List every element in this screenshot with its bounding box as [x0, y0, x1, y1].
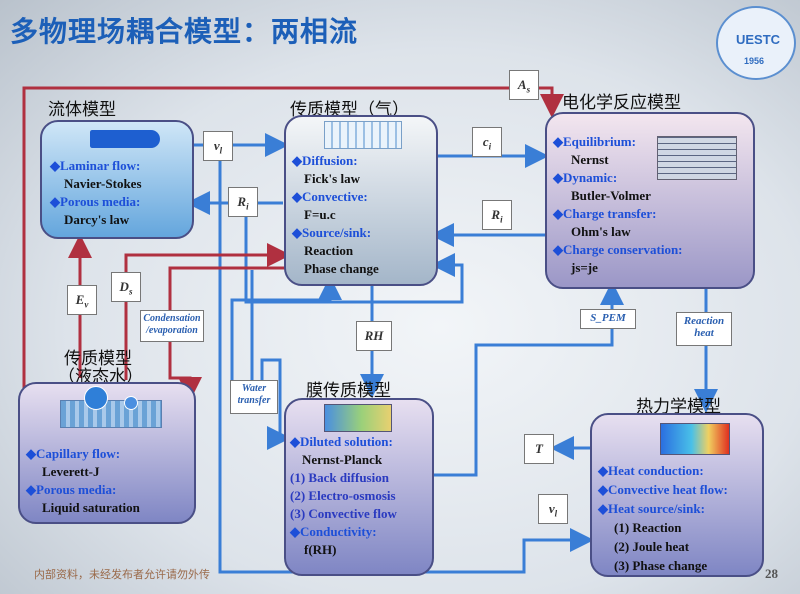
gas-line: ◆Diffusion:	[292, 153, 358, 168]
var-symbol: c	[482, 134, 489, 149]
echem-line: Ohm's law	[571, 224, 631, 239]
var-velocity-top: vl	[203, 131, 233, 161]
liquid-line: ◆Porous media:	[26, 482, 117, 497]
thermal-line: ◆Convective heat flow:	[598, 482, 728, 497]
var-relative-humidity: RH	[356, 321, 392, 351]
droplet-icon	[84, 386, 108, 410]
var-rate-left: Ri	[228, 187, 258, 217]
gas-line: ◆Convective:	[292, 189, 368, 204]
var-symbol: R	[237, 194, 247, 209]
page-number: 28	[765, 566, 778, 581]
channel-icon	[90, 130, 160, 148]
gas-line: Fick's law	[304, 171, 360, 186]
var-subscript: s	[128, 286, 133, 297]
echem-line: Nernst	[571, 152, 609, 167]
logo-year: 1956	[744, 56, 765, 66]
var-subscript: s	[526, 84, 531, 95]
echem-line: ◆Charge transfer:	[553, 206, 657, 221]
var-symbol: A	[517, 77, 527, 92]
fluid-model-title: 流体模型	[48, 100, 116, 120]
membrane-line: ◆Diluted solution:	[290, 434, 393, 449]
membrane-line: (2) Electro-osmosis	[290, 488, 396, 503]
thermal-model-title: 热力学模型	[636, 397, 721, 417]
echem-line: ◆Dynamic:	[553, 170, 618, 185]
fluid-line: ◆Porous media:	[50, 194, 141, 209]
var-symbol: D	[119, 279, 129, 294]
echem-line: Butler-Volmer	[571, 188, 651, 203]
membrane-line: Nernst-Planck	[302, 452, 383, 467]
thermal-line: (3) Phase change	[614, 558, 708, 573]
membrane-icon	[324, 404, 392, 432]
echem-line: ◆Charge conservation:	[553, 242, 683, 257]
gas-line: ◆Source/sink:	[292, 225, 372, 240]
var-subscript: i	[488, 141, 492, 152]
var-subscript: v	[84, 299, 89, 310]
thermal-line: (1) Reaction	[614, 520, 682, 535]
fluid-line: Navier-Stokes	[64, 176, 142, 191]
var-subscript: i	[500, 214, 503, 225]
membrane-line: (3) Convective flow	[290, 506, 397, 521]
echem-line: ◆Equilibrium:	[553, 134, 636, 149]
thermal-model-box: ◆Heat conduction: ◆Convective heat flow:…	[590, 413, 764, 577]
gas-model-box: ◆Diffusion: Fick's law ◆Convective: F=u.…	[284, 115, 438, 286]
membrane-line: f(RH)	[304, 542, 337, 557]
porous-media-icon	[60, 400, 162, 428]
var-symbol: R	[491, 207, 501, 222]
catalyst-icon	[657, 136, 737, 180]
var-rate-right: Ri	[482, 200, 512, 230]
liquid-model-box: ◆Capillary flow: Leverett-J ◆Porous medi…	[18, 382, 196, 524]
var-subscript: l	[219, 145, 223, 156]
liquid-model-title: 传质模型	[64, 349, 132, 369]
var-A-surface: As	[509, 70, 539, 100]
var-symbol: v	[548, 501, 555, 516]
var-temperature: T	[524, 434, 554, 464]
university-logo: UESTC 1956	[716, 6, 796, 80]
tag-s-pem: S_PEM	[580, 309, 636, 329]
logo-text: UESTC	[736, 32, 781, 47]
fluid-model-box: ◆Laminar flow: Navier-Stokes ◆Porous med…	[40, 120, 194, 239]
membrane-line: ◆Conductivity:	[290, 524, 377, 539]
liquid-line: Liquid saturation	[42, 500, 140, 515]
membrane-line: (1) Back diffusion	[290, 470, 389, 485]
tag-water-transfer: Water transfer	[230, 380, 278, 414]
gas-line: F=u.c	[304, 207, 336, 222]
tag-condensation: Condensation /evaporation	[140, 310, 204, 342]
temperature-field-icon	[660, 423, 730, 455]
membrane-model-box: ◆Diluted solution: Nernst-Planck (1) Bac…	[284, 398, 434, 576]
var-symbol: E	[75, 292, 85, 307]
membrane-model-title: 膜传质模型	[306, 381, 391, 401]
diffusion-icon	[324, 121, 402, 149]
fluid-line: ◆Laminar flow:	[50, 158, 141, 173]
var-subscript: i	[246, 201, 249, 212]
fluid-line: Darcy's law	[64, 212, 130, 227]
echem-model-box: ◆Equilibrium: Nernst ◆Dynamic: Butler-Vo…	[545, 112, 755, 289]
liquid-line: ◆Capillary flow:	[26, 446, 121, 461]
var-velocity-bottom: vl	[538, 494, 568, 524]
confidential-footer: 内部资料，未经发布者允许请勿外传	[34, 569, 210, 581]
var-symbol: v	[213, 138, 220, 153]
droplet-icon	[124, 396, 138, 410]
var-evaporation: Ev	[67, 285, 97, 315]
var-concentration: ci	[472, 127, 502, 157]
thermal-line: (2) Joule heat	[614, 539, 690, 554]
tag-reaction-heat: Reaction heat	[676, 312, 732, 346]
var-subscript: l	[554, 508, 558, 519]
echem-model-title: 电化学反应模型	[562, 93, 681, 113]
thermal-line: ◆Heat conduction:	[598, 463, 704, 478]
gas-line: Phase change	[304, 261, 379, 276]
liquid-line: Leverett-J	[42, 464, 100, 479]
gas-line: Reaction	[304, 243, 354, 258]
slide-title: 多物理场耦合模型：两相流	[10, 15, 359, 48]
echem-line: js=je	[571, 260, 598, 275]
var-diffusivity: Ds	[111, 272, 141, 302]
thermal-line: ◆Heat source/sink:	[598, 501, 705, 516]
